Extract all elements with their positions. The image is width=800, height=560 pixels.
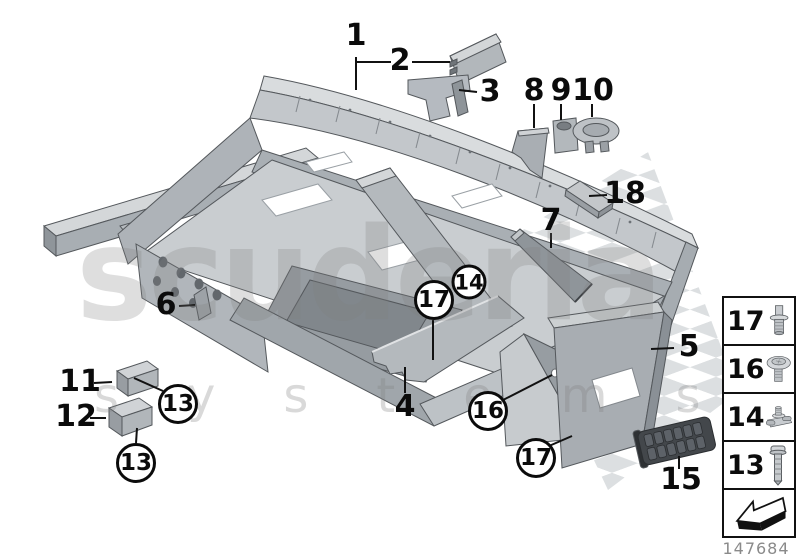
callout-8[interactable]: 8 — [523, 73, 545, 108]
bolt-clip-nut-icon — [765, 406, 792, 428]
callout-7[interactable]: 7 — [540, 203, 562, 238]
part-7-drawing — [510, 228, 593, 303]
legend-row-13[interactable]: 13 — [724, 442, 794, 490]
callout-4[interactable]: 4 — [394, 389, 416, 424]
callout-6[interactable]: 6 — [155, 287, 177, 322]
fastener-legend: 17 16 — [722, 296, 796, 538]
legend-row-17[interactable]: 17 — [724, 298, 794, 346]
legend-label-17: 17 — [727, 305, 765, 337]
callout-1[interactable]: 1 — [345, 18, 367, 53]
part-8-drawing — [511, 127, 550, 179]
callout-circled-17-b[interactable]: 17 — [516, 438, 556, 478]
callout-circled-13-a[interactable]: 13 — [158, 384, 198, 424]
legend-label-14: 14 — [727, 401, 765, 433]
callout-circled-13-b[interactable]: 13 — [116, 443, 156, 483]
callout-15[interactable]: 15 — [660, 462, 702, 497]
callout-18[interactable]: 18 — [604, 176, 646, 211]
legend-label-16: 16 — [727, 353, 765, 385]
part-6-drawing — [193, 286, 212, 321]
pan-head-screw-icon — [769, 445, 787, 486]
direction-arrow-icon — [734, 496, 787, 531]
callout-circled-17-a[interactable]: 17 — [414, 280, 454, 320]
legend-label-13: 13 — [727, 449, 765, 481]
part-3-drawing — [407, 74, 471, 122]
legend-row-16[interactable]: 16 — [724, 346, 794, 394]
part-15-grille-drawing — [632, 416, 716, 469]
washer-head-screw-icon — [766, 355, 791, 382]
callout-5[interactable]: 5 — [678, 329, 700, 364]
legend-row-direction[interactable] — [724, 490, 794, 536]
leader-lines — [90, 57, 680, 469]
callout-10[interactable]: 10 — [572, 73, 614, 108]
part-2-drawing — [449, 33, 507, 85]
part-10-drawing — [572, 117, 620, 154]
callout-9[interactable]: 9 — [550, 73, 572, 108]
callout-12[interactable]: 12 — [55, 399, 97, 434]
callout-2[interactable]: 2 — [389, 43, 411, 78]
legend-row-14[interactable]: 14 — [724, 394, 794, 442]
stud-rivet-icon — [769, 305, 788, 336]
callout-circled-16[interactable]: 16 — [468, 391, 508, 431]
part-9-drawing — [552, 117, 579, 154]
callout-11[interactable]: 11 — [59, 364, 101, 399]
diagram-code: 147684 — [722, 539, 790, 558]
callout-3[interactable]: 3 — [479, 74, 501, 109]
part-12-drawing — [107, 397, 154, 437]
callout-circled-14[interactable]: 14 — [451, 264, 487, 300]
